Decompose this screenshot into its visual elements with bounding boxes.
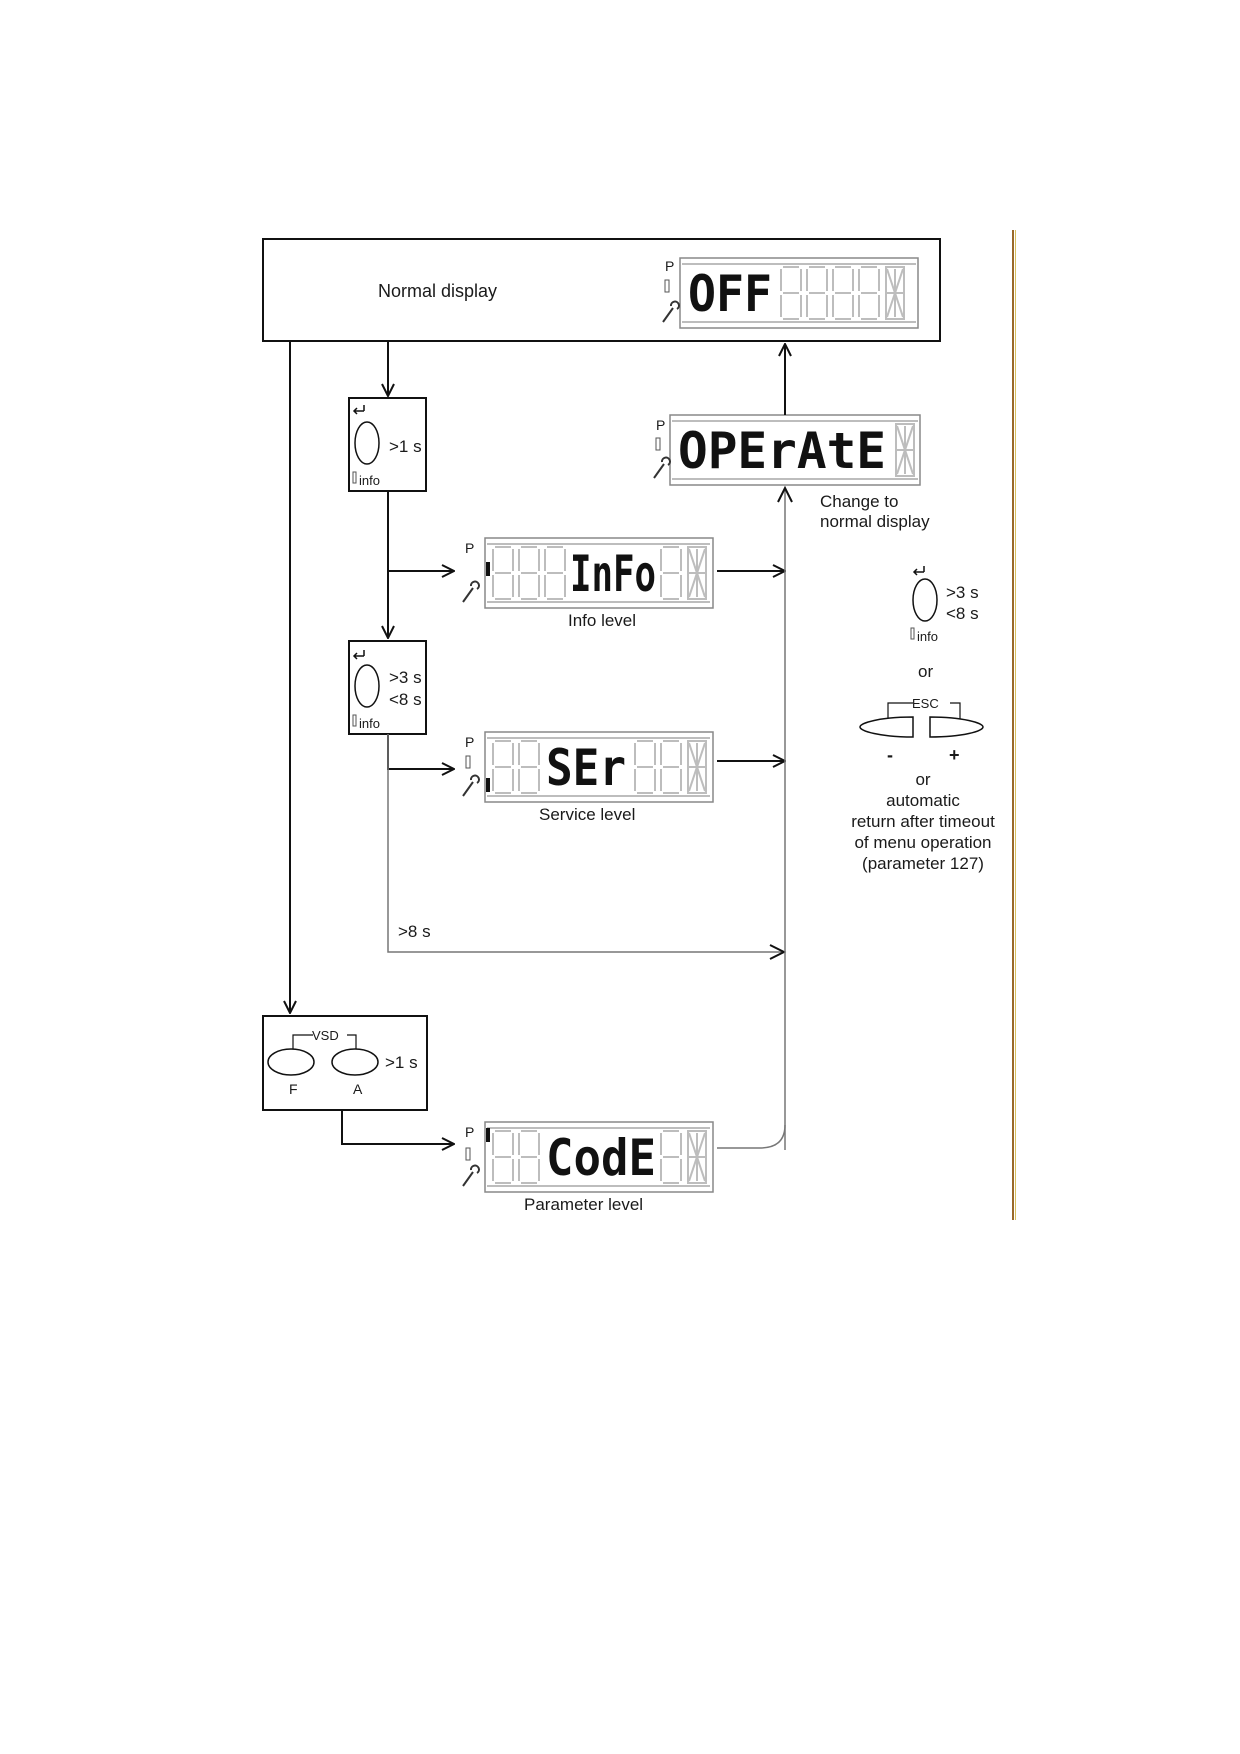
service-level-caption: Service level xyxy=(539,805,635,824)
operate-caption-line1: Change to xyxy=(820,492,898,511)
legend-line2: return after timeout xyxy=(851,812,995,831)
service-button-time-max: <8 s xyxy=(389,690,422,709)
info-symbol-icon xyxy=(465,1147,471,1161)
parameter-level-lcd-text: CodE xyxy=(546,1129,656,1187)
operate-lcd: OPErAtE xyxy=(669,414,921,486)
p-indicator: P xyxy=(665,258,674,274)
enter-arrow-icon xyxy=(912,568,924,576)
service-lcd-side-icons: P xyxy=(462,734,490,797)
info-lcd-side-icons: P xyxy=(462,540,490,603)
info-symbol-icon xyxy=(664,279,670,293)
page-margin-rule-highlight xyxy=(1015,230,1016,1220)
vsd-button-time: >1 s xyxy=(385,1053,418,1072)
legend-line1: automatic xyxy=(886,791,960,810)
flow-connectors xyxy=(290,341,785,1144)
parameter-level-caption: Parameter level xyxy=(524,1195,643,1214)
vsd-button-box: VSD >1 s F A xyxy=(262,1015,428,1111)
service-button-time-min: >3 s xyxy=(389,668,422,687)
service-button-box: >3 s <8 s info xyxy=(348,640,427,735)
service-level-lcd-text: SEr xyxy=(546,739,626,797)
level-marker xyxy=(486,1128,490,1142)
vsd-group-label: VSD xyxy=(312,1028,339,1043)
info-key-icon xyxy=(354,421,380,465)
p-indicator: P xyxy=(465,540,474,556)
parameter-lcd-side-icons: P xyxy=(462,1124,490,1187)
level-marker xyxy=(486,778,490,792)
info-key-icon xyxy=(354,664,380,708)
wrench-icon xyxy=(462,1164,480,1187)
enter-arrow-icon xyxy=(352,652,364,660)
return-legend: >3 s <8 s info or ESC - + or automatic r… xyxy=(851,566,995,873)
info-key-icon xyxy=(912,578,938,622)
legend-line3: of menu operation xyxy=(854,833,991,852)
operate-lcd-side-icons: P xyxy=(653,417,671,479)
wrench-icon xyxy=(653,456,671,479)
service-button-key-label: info xyxy=(359,716,380,731)
timeout-label: >8 s xyxy=(398,922,431,941)
info-button-time: >1 s xyxy=(389,437,422,456)
info-level-caption: Info level xyxy=(568,611,636,630)
p-indicator: P xyxy=(465,734,474,750)
enter-arrow-icon xyxy=(352,407,364,415)
vsd-key-f-label: F xyxy=(289,1081,298,1097)
info-button-key-label: info xyxy=(359,473,380,488)
wrench-icon xyxy=(662,300,680,323)
operate-lcd-text: OPErAtE xyxy=(678,422,886,480)
wrench-icon xyxy=(462,580,480,603)
vsd-key-a-label: A xyxy=(353,1081,363,1097)
level-marker xyxy=(486,562,490,576)
legend-info-key-label: info xyxy=(917,629,938,644)
normal-display-label: Normal display xyxy=(378,281,497,301)
a-key-icon xyxy=(331,1048,379,1076)
return-connectors xyxy=(387,485,793,1150)
service-level-lcd: SEr xyxy=(484,731,714,803)
operate-caption-line2: normal display xyxy=(820,512,930,531)
minus-key-icon xyxy=(859,716,914,738)
info-button-box: >1 s info xyxy=(348,397,427,492)
p-indicator: P xyxy=(656,417,665,433)
normal-lcd-side-icons: P xyxy=(662,258,680,323)
plus-key-icon xyxy=(929,716,984,738)
connector-timeout xyxy=(387,734,782,953)
legend-or-2: or xyxy=(915,770,930,789)
minus-label: - xyxy=(887,745,893,765)
connector-to-service-level xyxy=(387,734,454,769)
info-symbol-icon xyxy=(655,437,661,451)
info-level-lcd: InFo xyxy=(484,537,714,609)
info-level-lcd-text: InFo xyxy=(570,545,656,603)
info-symbol-icon xyxy=(465,755,471,769)
legend-line4: (parameter 127) xyxy=(862,854,984,873)
normal-display-lcd: OFF xyxy=(679,257,919,329)
normal-display-lcd-text: OFF xyxy=(688,265,772,323)
plus-label: + xyxy=(949,745,960,765)
f-key-icon xyxy=(267,1048,315,1076)
p-indicator: P xyxy=(465,1124,474,1140)
legend-or-1: or xyxy=(918,662,933,681)
page-margin-rule xyxy=(1012,230,1014,1220)
parameter-level-lcd: CodE xyxy=(484,1121,714,1193)
connector-to-parameter-level xyxy=(341,1110,454,1144)
legend-time-max: <8 s xyxy=(946,604,979,623)
wrench-icon xyxy=(462,774,480,797)
legend-time-min: >3 s xyxy=(946,583,979,602)
esc-label: ESC xyxy=(912,696,939,711)
